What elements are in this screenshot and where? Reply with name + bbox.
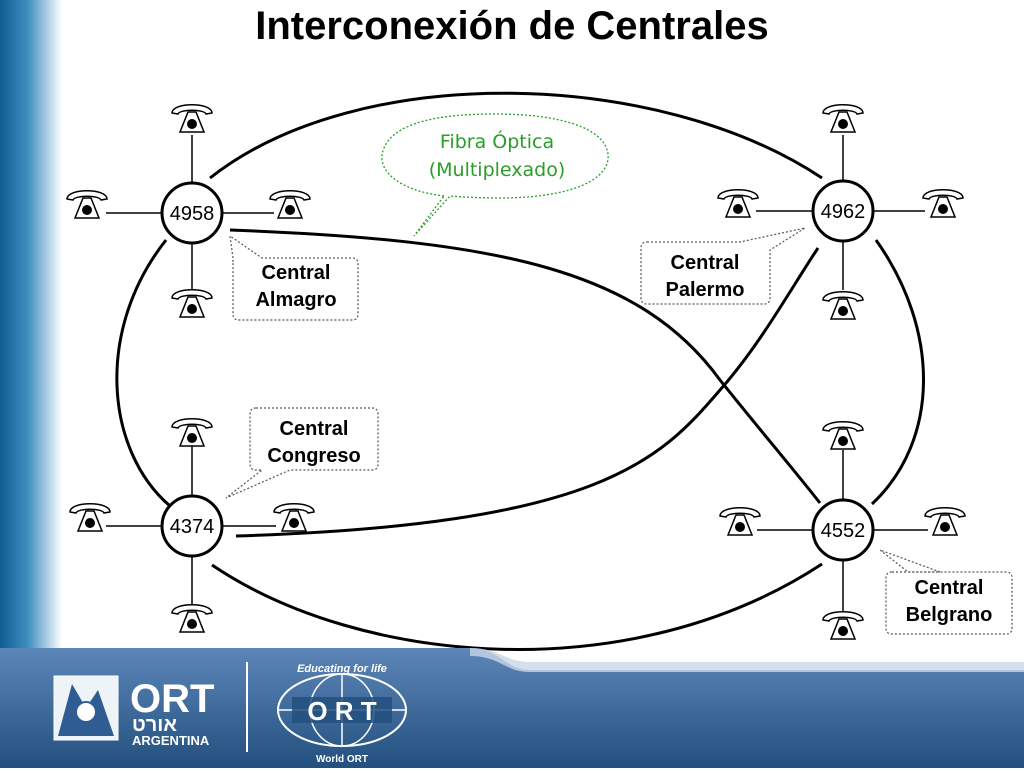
callout-line: Belgrano bbox=[906, 604, 993, 626]
node-label: 4962 bbox=[821, 201, 866, 223]
callout-almagro: Central Almagro bbox=[229, 234, 359, 321]
node-4958: 4958 bbox=[160, 181, 224, 245]
callout-line: Almagro bbox=[255, 289, 336, 311]
world-tagline: Educating for life bbox=[297, 663, 387, 675]
link-4958-4962 bbox=[209, 91, 823, 180]
telephone-icon bbox=[269, 190, 311, 219]
callout-congreso: Central Congreso bbox=[225, 407, 379, 499]
telephone-icon bbox=[717, 189, 759, 218]
ort-logo-text: ORT bbox=[130, 677, 214, 721]
links bbox=[115, 91, 925, 651]
ort-hebrew-text: אורט bbox=[132, 714, 177, 736]
world-logo-text: O R T bbox=[307, 696, 376, 726]
link-4374-4962 bbox=[235, 247, 820, 538]
callout-belgrano: Central Belgrano bbox=[879, 549, 1013, 635]
fiber-bubble: Fibra Óptica (Multiplexado) bbox=[381, 113, 609, 237]
telephone-icon bbox=[822, 291, 864, 320]
telephone-icon bbox=[922, 189, 964, 218]
sidebar-gradient bbox=[0, 0, 62, 648]
fiber-line: Fibra Óptica bbox=[440, 129, 554, 153]
telephone-icon bbox=[171, 418, 213, 447]
callout-palermo: Central Palermo bbox=[640, 227, 806, 305]
telephone-icon bbox=[171, 289, 213, 318]
link-4962-4552 bbox=[870, 239, 925, 506]
link-4958-4374 bbox=[115, 239, 171, 508]
world-ort-logo: Educating for life O R T World ORT bbox=[277, 663, 407, 765]
ort-country-text: ARGENTINA bbox=[132, 733, 210, 748]
node-label: 4958 bbox=[170, 203, 215, 225]
telephone-icon bbox=[822, 421, 864, 450]
telephone-icon bbox=[171, 104, 213, 133]
fiber-line: (Multiplexado) bbox=[429, 159, 566, 181]
node-4374: 4374 bbox=[160, 494, 224, 558]
telephone-icon bbox=[822, 104, 864, 133]
callout-line: Palermo bbox=[666, 279, 745, 301]
callout-line: Central bbox=[262, 262, 331, 284]
telephone-icon bbox=[924, 507, 966, 536]
page-title: Interconexión de Centrales bbox=[255, 4, 769, 48]
callout-line: Central bbox=[915, 577, 984, 599]
node-4552: 4552 bbox=[811, 498, 875, 562]
telephone-icon bbox=[822, 611, 864, 640]
callout-line: Central bbox=[280, 418, 349, 440]
telephone-icon bbox=[273, 503, 315, 532]
footer: ORT אורט ARGENTINA Educating for life O … bbox=[0, 648, 1024, 768]
node-4962: 4962 bbox=[811, 179, 875, 243]
node-label: 4374 bbox=[170, 516, 215, 538]
ort-logo: ORT אורט ARGENTINA bbox=[53, 675, 214, 748]
callout-line: Central bbox=[671, 252, 740, 274]
telephone-icon bbox=[719, 507, 761, 536]
telephone-icon bbox=[66, 190, 108, 219]
link-4374-4552 bbox=[211, 562, 823, 651]
spokes bbox=[106, 135, 928, 612]
telephone-icon bbox=[69, 503, 111, 532]
link-4958-4552 bbox=[229, 228, 822, 504]
telephone-icon bbox=[171, 604, 213, 633]
world-caption: World ORT bbox=[316, 754, 368, 765]
callout-line: Congreso bbox=[267, 445, 360, 467]
node-label: 4552 bbox=[821, 520, 866, 542]
